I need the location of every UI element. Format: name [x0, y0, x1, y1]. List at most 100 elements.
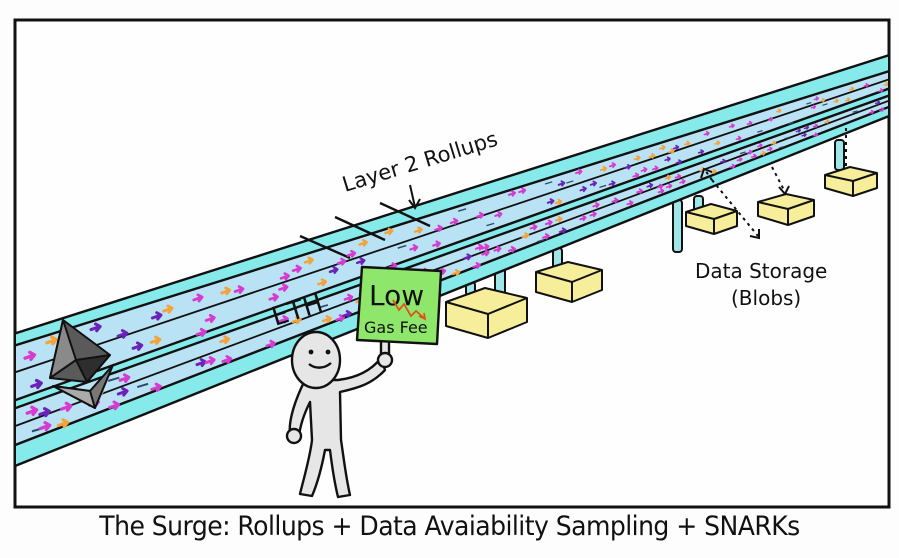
traffic-arrow: [878, 88, 884, 93]
traffic-arrow: [626, 200, 634, 206]
traffic-arrow: [507, 190, 516, 197]
lane-marker: [107, 376, 120, 382]
traffic-arrow: [579, 214, 587, 221]
traffic-arrow: [494, 211, 503, 218]
traffic-arrow: [204, 356, 216, 366]
traffic-arrow: [481, 249, 490, 257]
traffic-arrow: [812, 123, 819, 128]
traffic-arrow: [633, 155, 641, 161]
traffic-arrow: [697, 149, 705, 155]
traffic-arrow: [651, 165, 659, 171]
data-flow-arrows: [704, 128, 847, 237]
traffic-arrow: [656, 183, 664, 190]
traffic-arrow: [558, 227, 567, 234]
lane-marker: [397, 244, 407, 249]
traffic-arrow: [384, 227, 394, 236]
traffic-arrow: [118, 373, 131, 383]
traffic-arrow: [640, 166, 648, 173]
traffic-arrow: [60, 401, 73, 412]
traffic-arrow: [358, 238, 368, 247]
traffic-arrow: [265, 339, 276, 349]
traffic-arrow: [729, 163, 736, 169]
traffic-arrow: [518, 187, 527, 194]
traffic-arrow: [89, 322, 102, 333]
traffic-arrow: [719, 158, 727, 164]
traffic-arrow: [636, 188, 644, 194]
traffic-arrow: [801, 132, 807, 138]
lane-marker: [136, 382, 149, 388]
traffic-arrow: [776, 108, 782, 114]
lane-marker: [739, 151, 746, 155]
traffic-arrow: [810, 104, 817, 110]
traffic-arrow: [824, 119, 830, 124]
traffic-arrow: [162, 304, 174, 314]
traffic-arrow: [291, 315, 302, 325]
traffic-arrow: [25, 405, 39, 416]
traffic-arrow: [346, 249, 357, 258]
traffic-arrow: [833, 98, 839, 103]
traffic-arrow: [434, 224, 443, 232]
blobs-label: (Blobs): [731, 286, 801, 310]
traffic-arrow: [648, 153, 656, 159]
traffic-arrow: [544, 219, 553, 226]
traffic-arrow: [756, 143, 763, 148]
storage-box-icon: [445, 287, 528, 339]
traffic-arrow: [413, 226, 423, 234]
caption: The Surge: Rollups + Data Avaiability Sa…: [99, 511, 800, 542]
traffic-arrow: [770, 140, 777, 146]
traffic-arrow: [624, 164, 632, 170]
traffic-arrow: [735, 135, 742, 141]
traffic-arrow: [795, 128, 802, 133]
traffic-arrow: [579, 186, 587, 193]
traffic-arrow: [521, 232, 530, 239]
traffic-arrow: [409, 244, 419, 252]
traffic-arrow: [342, 310, 352, 318]
traffic-arrow: [813, 96, 820, 101]
traffic-arrow: [204, 313, 216, 323]
traffic-arrow: [845, 97, 851, 102]
arrowheads: [700, 167, 790, 240]
storage-box-icon: [824, 166, 878, 197]
traffic-arrow: [599, 165, 608, 172]
traffic-arrow: [220, 286, 232, 296]
storage-box-icon: [757, 193, 815, 226]
traffic-arrow: [195, 327, 207, 337]
traffic-arrow: [472, 262, 481, 269]
traffic-arrow: [684, 140, 691, 146]
traffic-arrow: [355, 257, 366, 266]
traffic-arrow: [557, 180, 566, 187]
traffic-arrow: [679, 178, 686, 185]
traffic-arrow: [668, 148, 675, 154]
traffic-arrow: [451, 268, 461, 277]
lane-marker: [852, 110, 858, 113]
traffic-arrow: [883, 81, 888, 87]
traffic-arrow: [554, 198, 563, 205]
traffic-arrow: [592, 202, 600, 209]
traffic-arrow: [150, 382, 162, 392]
traffic-arrow: [278, 315, 289, 324]
traffic-arrow: [343, 293, 354, 302]
traffic-arrow: [746, 149, 753, 155]
traffic-arrow: [474, 243, 484, 251]
traffic-arrow: [279, 272, 290, 281]
traffic-arrow: [23, 350, 37, 362]
traffic-arrow: [108, 400, 121, 411]
traffic-arrow: [608, 180, 616, 187]
traffic-arrow: [150, 311, 163, 321]
traffic-arrow: [303, 256, 314, 265]
lane-marker: [822, 103, 828, 106]
traffic-arrow: [714, 140, 721, 146]
traffic-arrow: [131, 341, 144, 351]
traffic-arrow: [812, 132, 819, 137]
traffic-arrow: [608, 162, 617, 168]
traffic-arrow: [674, 173, 682, 180]
traffic-arrow: [665, 183, 673, 189]
traffic-arrow: [710, 168, 717, 174]
traffic-arrow: [541, 233, 550, 240]
traffic-arrow: [664, 174, 672, 181]
traffic-arrow: [803, 125, 810, 130]
traffic-arrow: [728, 123, 735, 129]
traffic-arrow: [675, 159, 683, 165]
traffic-arrow: [646, 182, 654, 189]
